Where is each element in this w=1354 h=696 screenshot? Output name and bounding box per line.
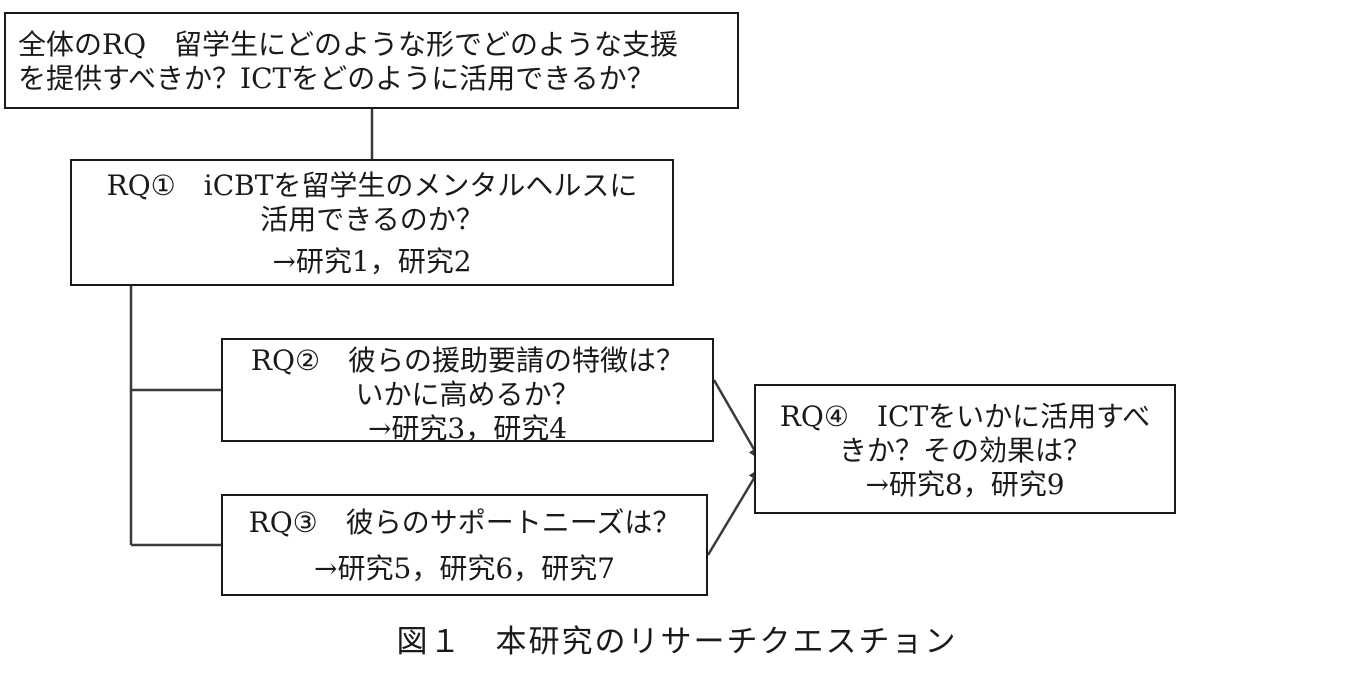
- rq4-line-1: RQ④ ICTをいかに活用すべ: [779, 400, 1151, 433]
- rq3-line-1: RQ③ 彼らのサポートニーズは？: [248, 506, 681, 539]
- rq4-study-ref: →研究8，研究9: [865, 468, 1065, 501]
- rq2-study-ref: →研究3，研究4: [367, 412, 568, 445]
- rq4-line-2: きか？その効果は？: [838, 434, 1091, 467]
- rq3-box: RQ③ 彼らのサポートニーズは？ →研究5，研究6，研究7: [221, 494, 708, 596]
- arrow-rq2-to-rq4: [712, 379, 761, 460]
- overall-rq-line-2: を提供すべきか？ICTをどのように活用できるか？: [18, 62, 655, 95]
- overall-rq-box: 全体のRQ 留学生にどのような形でどのような支援 を提供すべきか？ICTをどのよ…: [4, 12, 739, 109]
- figure-caption: 図１ 本研究のリサーチクエスチョン: [396, 624, 958, 660]
- rq2-line-2: いかに高めるか？: [355, 378, 580, 411]
- rq2-line-1: RQ② 彼らの援助要請の特徴は？: [250, 344, 685, 377]
- rq1-box: RQ① iCBTを留学生のメンタルヘルスに 活用できるのか？ →研究1，研究2: [70, 159, 674, 286]
- rq1-line-2: 活用できるのか？: [260, 203, 484, 236]
- rq1-study-ref: →研究1，研究2: [272, 245, 472, 278]
- rq3-study-ref: →研究5，研究6，研究7: [314, 552, 615, 585]
- rq4-box: RQ④ ICTをいかに活用すべ きか？その効果は？ →研究8，研究9: [754, 384, 1176, 514]
- rq1-line-1: RQ① iCBTを留学生のメンタルヘルスに: [106, 169, 638, 202]
- overall-rq-line-1: 全体のRQ 留学生にどのような形でどのような支援: [18, 28, 679, 61]
- rq2-box: RQ② 彼らの援助要請の特徴は？ いかに高めるか？ →研究3，研究4: [221, 338, 714, 445]
- arrow-rq3-to-rq4: [706, 468, 761, 556]
